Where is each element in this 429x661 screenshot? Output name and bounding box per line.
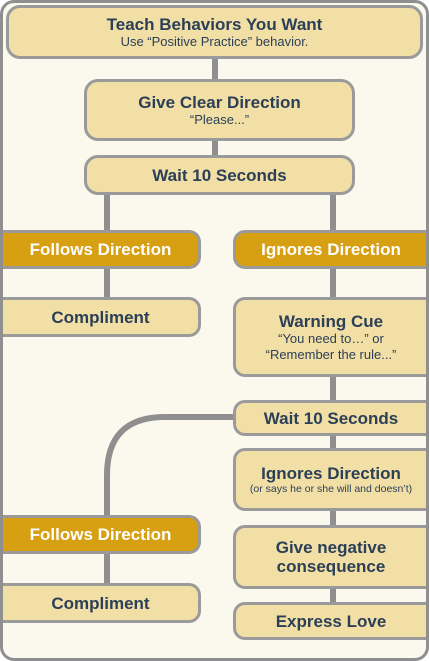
warning-cue-line-2: “Remember the rule...” [265,346,397,362]
compliment-box-second: Compliment [3,583,201,623]
teach-behaviors-box: Teach Behaviors You Want Use “Positive P… [6,5,423,59]
wait-seconds-title-second: Wait 10 Seconds [263,408,399,428]
compliment-box-first: Compliment [3,297,201,337]
wait-seconds-box-second: Wait 10 Seconds [233,400,426,436]
clear-direction-box: Give Clear Direction “Please...” [84,79,355,141]
negative-consequence-box: Give negative consequence [233,525,426,589]
ignores-direction-subtitle-second: (or says he or she will and doesn’t) [249,482,413,495]
clear-direction-subtitle: “Please...” [189,111,250,127]
follows-direction-tab-first: Follows Direction [3,230,201,269]
clear-direction-title: Give Clear Direction [138,92,301,112]
teach-behaviors-subtitle: Use “Positive Practice” behavior. [120,33,309,49]
negative-consequence-line-1: Give negative [275,538,387,557]
ignores-direction-title-second: Ignores Direction [261,463,401,483]
express-love-box: Express Love [233,602,426,640]
compliment-title-second: Compliment [51,593,150,613]
ignores-direction-tab-first: Ignores Direction [233,230,426,269]
follows-direction-title-first: Follows Direction [29,240,172,259]
ignores-direction-title-first: Ignores Direction [261,240,401,259]
warning-cue-line-1: “You need to…” or [278,330,384,346]
follows-direction-tab-second: Follows Direction [3,515,201,554]
wait-seconds-box-first: Wait 10 Seconds [84,155,355,195]
wait-seconds-title-first: Wait 10 Seconds [152,165,287,185]
connector-wait-to-follows-second [104,414,234,516]
express-love-title: Express Love [275,611,387,631]
warning-cue-box: Warning Cue “You need to…” or “Remember … [233,297,426,377]
warning-cue-title: Warning Cue [278,311,384,331]
teach-behaviors-title: Teach Behaviors You Want [106,14,323,34]
follows-direction-title-second: Follows Direction [29,525,172,544]
compliment-title-first: Compliment [51,307,150,327]
ignores-direction-box-second: Ignores Direction (or says he or she wil… [233,448,426,511]
negative-consequence-line-2: consequence [276,557,386,576]
